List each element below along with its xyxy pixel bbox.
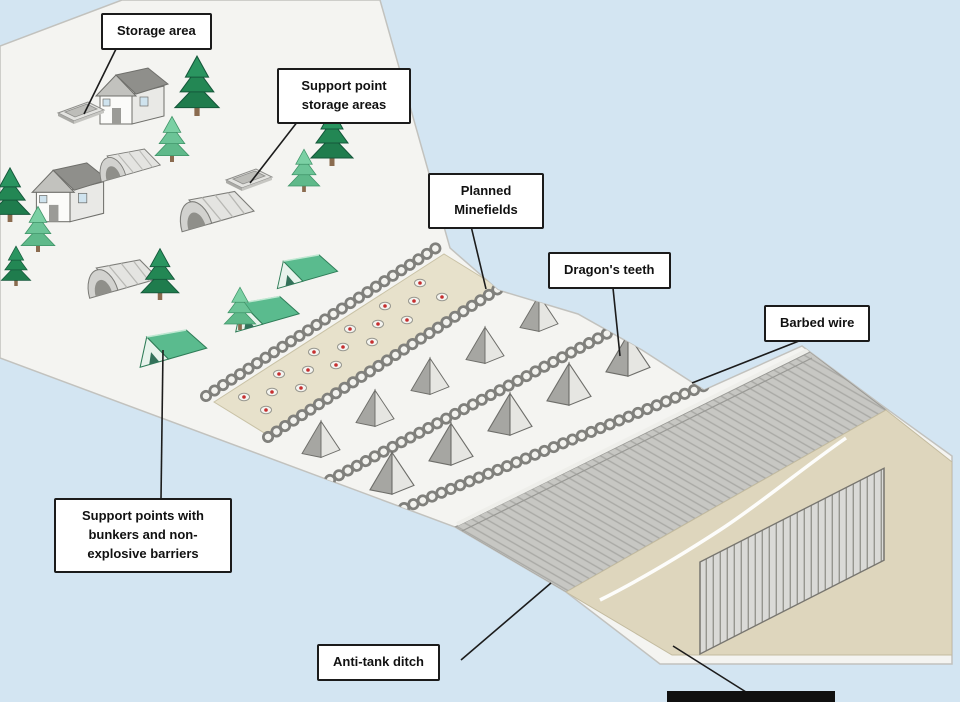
mine-icon <box>337 342 349 352</box>
mine-icon <box>372 319 384 329</box>
leader-line <box>612 287 621 357</box>
leader-line <box>470 225 487 290</box>
leader-line <box>691 340 800 384</box>
mine-icon <box>308 347 320 357</box>
leader-line <box>160 349 164 500</box>
mine-icon <box>366 337 378 347</box>
leader-lines <box>83 46 800 693</box>
label-support-point-storage: Support point storage areas <box>277 68 411 124</box>
mine-icon <box>260 405 272 415</box>
mine-icon <box>330 360 342 370</box>
mine-icon <box>414 278 426 288</box>
mine-icon <box>344 324 356 334</box>
mine-icon <box>273 369 285 379</box>
mine-icon <box>436 292 448 302</box>
mine-icon <box>238 392 250 402</box>
palisade-fence <box>699 467 885 656</box>
barbed-wire-rows <box>200 242 710 514</box>
label-anti-tank-ditch: Anti-tank ditch <box>317 644 440 681</box>
label-planned-minefields: Planned Minefields <box>428 173 544 229</box>
label-barbed-wire: Barbed wire <box>764 305 871 342</box>
label-storage-area: Storage area <box>101 13 212 50</box>
mine-icon <box>379 301 391 311</box>
leader-line <box>249 120 299 184</box>
barbed-wire-coil-icon <box>200 242 442 402</box>
mine-icon <box>266 387 278 397</box>
mine-icon <box>408 296 420 306</box>
mine-icon <box>295 383 307 393</box>
label-dragons-teeth: Dragon's teeth <box>548 252 671 289</box>
mine-icon <box>302 365 314 375</box>
anti-tank-ditch-face <box>453 348 887 593</box>
leader-line <box>672 645 747 693</box>
label-cutoff-bottom <box>667 691 835 702</box>
mine-icon <box>401 315 413 325</box>
label-support-points-bunkers: Support points with bunkers and non-expl… <box>54 498 232 573</box>
barbed-wire-coil-icon <box>262 283 504 443</box>
leader-line <box>83 46 118 115</box>
leader-line <box>460 582 552 661</box>
